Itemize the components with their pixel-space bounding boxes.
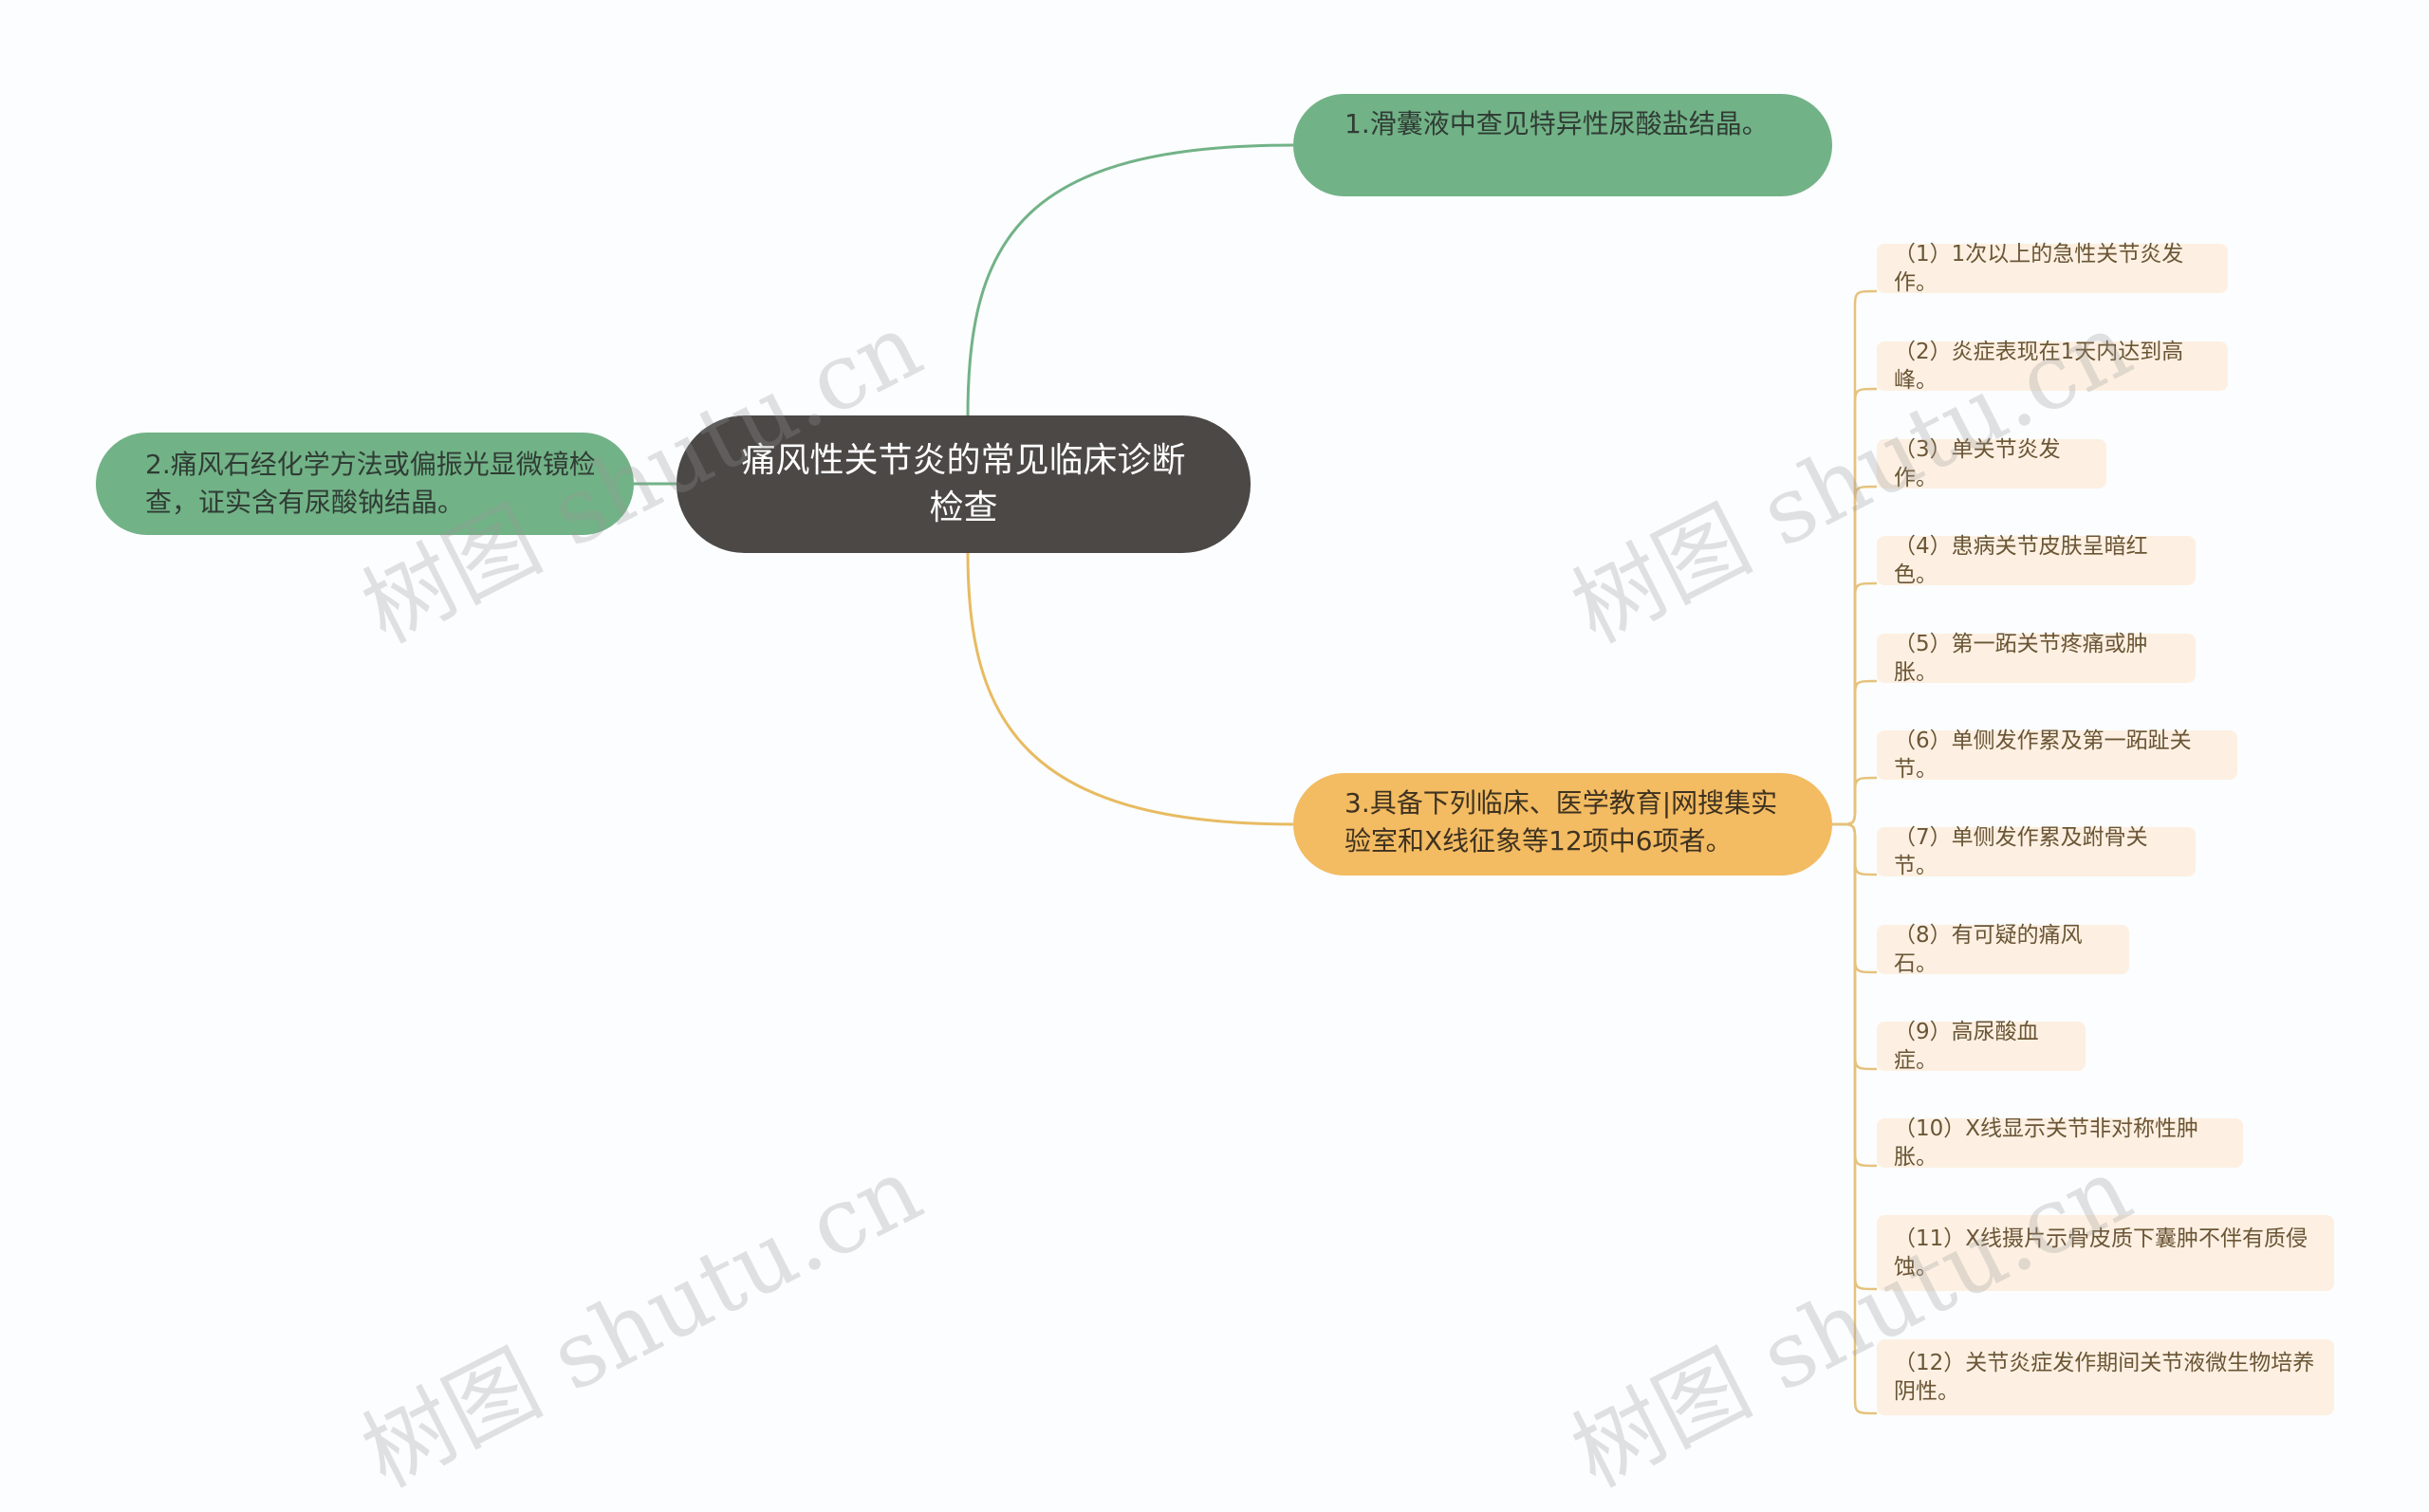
criterion-8-label: （8）有可疑的痛风石。	[1894, 923, 2083, 976]
central-topic[interactable]: 痛风性关节炎的常见临床诊断检查	[677, 415, 1251, 553]
criterion-4[interactable]: （4）患病关节皮肤呈暗红色。	[1877, 534, 2196, 587]
criterion-5-label: （5）第一跖关节疼痛或肿胀。	[1894, 632, 2148, 685]
criterion-12-label: （12）关节炎症发作期间关节液微生物培养阴性。	[1894, 1351, 2315, 1404]
criterion-3-label: （3）单关节炎发作。	[1894, 437, 2061, 490]
criterion-7[interactable]: （7）单侧发作累及跗骨关节。	[1877, 825, 2196, 878]
criterion-11-label: （11）X线摄片示骨皮质下囊肿不伴有质侵蚀。	[1894, 1226, 2308, 1280]
edge-center-to-branch-3	[966, 552, 1294, 826]
branch-3-label: 3.具备下列临床、医学教育|网搜集实验室和X线征象等12项中6项者。	[1344, 787, 1778, 857]
edge-to-criterion-6	[1832, 776, 1878, 826]
criterion-1-label: （1）1次以上的急性关节炎发作。	[1894, 242, 2184, 295]
criterion-6-label: （6）单侧发作累及第一跖趾关节。	[1894, 728, 2192, 782]
criterion-8[interactable]: （8）有可疑的痛风石。	[1877, 923, 2129, 976]
criterion-9[interactable]: （9）高尿酸血症。	[1877, 1020, 2086, 1073]
criterion-7-label: （7）单侧发作累及跗骨关节。	[1894, 825, 2148, 878]
branch-3-criteria[interactable]: 3.具备下列临床、医学教育|网搜集实验室和X线征象等12项中6项者。	[1293, 773, 1832, 876]
branch-2-label: 2.痛风石经化学方法或偏振光显微镜检查，证实含有尿酸钠结晶。	[145, 449, 596, 518]
criterion-5[interactable]: （5）第一跖关节疼痛或肿胀。	[1877, 632, 2196, 685]
criteria-connectors	[1832, 289, 1878, 1415]
criterion-6[interactable]: （6）单侧发作累及第一跖趾关节。	[1877, 728, 2237, 782]
edge-center-to-branch-1	[966, 143, 1294, 416]
criterion-12[interactable]: （12）关节炎症发作期间关节液微生物培养阴性。	[1877, 1339, 2334, 1415]
criterion-10[interactable]: （10）X线显示关节非对称性肿胀。	[1877, 1116, 2243, 1170]
criterion-9-label: （9）高尿酸血症。	[1894, 1020, 2039, 1073]
edge-to-criterion-12	[1832, 822, 1878, 1415]
criterion-10-label: （10）X线显示关节非对称性肿胀。	[1894, 1116, 2199, 1170]
criterion-11[interactable]: （11）X线摄片示骨皮质下囊肿不伴有质侵蚀。	[1877, 1215, 2334, 1291]
criterion-3[interactable]: （3）单关节炎发作。	[1877, 437, 2106, 490]
criterion-2[interactable]: （2）炎症表现在1天内达到高峰。	[1877, 340, 2228, 393]
central-topic-label: 痛风性关节炎的常见临床诊断检查	[741, 440, 1186, 527]
branch-1-synovial-fluid[interactable]: 1.滑囊液中查见特异性尿酸盐结晶。	[1293, 94, 1832, 196]
branch-2-tophus-exam[interactable]: 2.痛风石经化学方法或偏振光显微镜检查，证实含有尿酸钠结晶。	[96, 433, 634, 535]
criterion-2-label: （2）炎症表现在1天内达到高峰。	[1894, 340, 2184, 393]
branch-1-label: 1.滑囊液中查见特异性尿酸盐结晶。	[1344, 108, 1769, 139]
criterion-4-label: （4）患病关节皮肤呈暗红色。	[1894, 534, 2148, 587]
criterion-1[interactable]: （1）1次以上的急性关节炎发作。	[1877, 242, 2228, 295]
